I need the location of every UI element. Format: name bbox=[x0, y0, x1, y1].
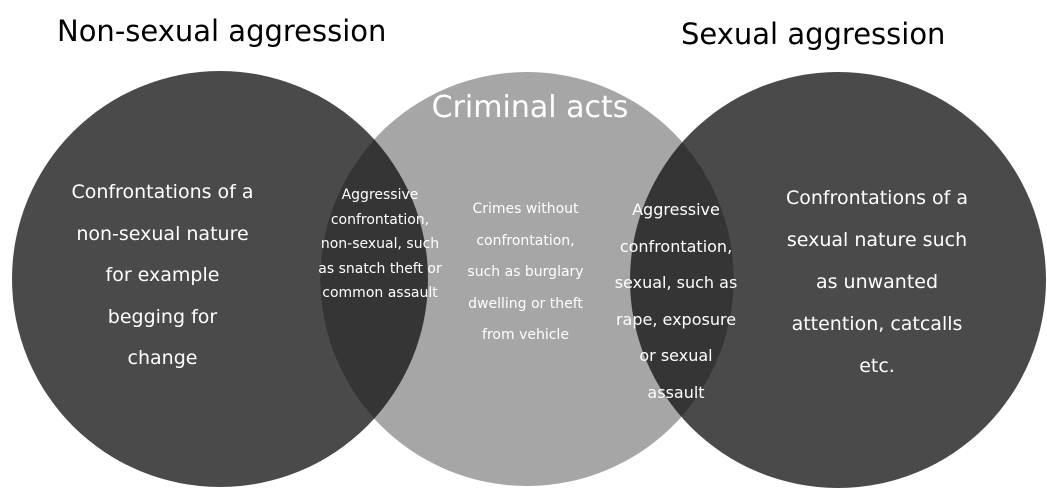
sexual-aggression-description: Confrontations of a sexual nature such a… bbox=[785, 187, 969, 377]
criminal-acts-description: Crimes without confrontation, such as bu… bbox=[467, 201, 584, 343]
criminal-acts-heading: Criminal acts bbox=[431, 90, 629, 125]
non-sexual-criminal-overlap-description: Aggressive confrontation, non-sexual, su… bbox=[318, 187, 442, 301]
non-sexual-aggression-circle bbox=[12, 71, 428, 487]
sexual-aggression-circle bbox=[630, 72, 1046, 488]
non-sexual-aggression-heading: Non-sexual aggression bbox=[57, 14, 387, 48]
sexual-aggression-heading: Sexual aggression bbox=[681, 17, 946, 51]
sexual-criminal-overlap-description: Aggressive confrontation, sexual, such a… bbox=[614, 200, 738, 402]
criminal-acts-circle bbox=[320, 72, 734, 486]
non-sexual-aggression-description: Confrontations of a non-sexual nature fo… bbox=[71, 181, 254, 369]
